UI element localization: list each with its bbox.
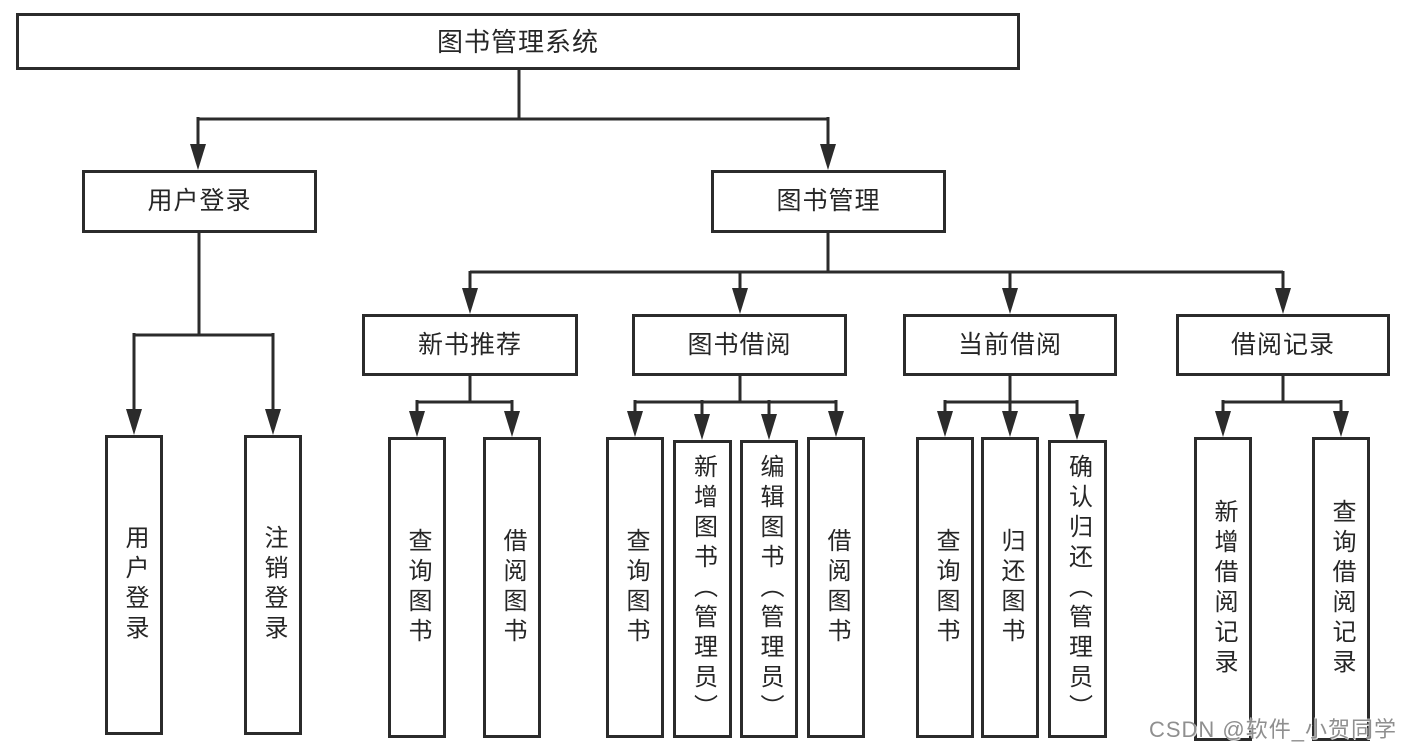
node-label: 当前借阅	[957, 330, 1062, 359]
node-label: 确认归还（管理员）	[1064, 454, 1092, 724]
node-label: 图书借阅	[687, 330, 792, 359]
node-new-book-recommend: 新书推荐	[362, 314, 578, 376]
node-label: 查询图书	[404, 527, 431, 648]
node-label: 新增图书（管理员）	[689, 454, 717, 724]
leaf-borrow-books: 借阅图书	[807, 437, 865, 738]
node-book-management: 图书管理	[711, 170, 946, 233]
leaf-return-book: 归还图书	[981, 437, 1039, 738]
node-label: 新增借阅记录	[1210, 499, 1237, 679]
node-label: 用户登录	[147, 187, 252, 215]
node-label: 借阅记录	[1230, 330, 1335, 359]
leaf-confirm-return-admin: 确认归还（管理员）	[1048, 440, 1107, 738]
node-label: 查询借阅记录	[1328, 499, 1355, 679]
connector-path	[132, 70, 1343, 421]
leaf-logout: 注销登录	[244, 435, 302, 735]
leaf-query-books-borrowing: 查询图书	[606, 437, 664, 738]
node-label: 查询图书	[932, 527, 959, 648]
node-label: 借阅图书	[499, 527, 526, 648]
leaf-add-book-admin: 新增图书（管理员）	[673, 440, 732, 738]
node-label: 新书推荐	[417, 330, 522, 359]
watermark: CSDN @软件_小贺同学	[1148, 717, 1397, 742]
leaf-borrow-books-recommend: 借阅图书	[483, 437, 541, 738]
node-label: 借阅图书	[823, 527, 850, 648]
node-label: 用户登录	[121, 525, 148, 645]
leaf-query-books-recommend: 查询图书	[388, 437, 446, 738]
leaf-user-login: 用户登录	[105, 435, 163, 735]
node-book-management-system: 图书管理系统	[16, 13, 1020, 70]
node-label: 图书管理	[776, 187, 881, 215]
node-label: 归还图书	[997, 527, 1024, 648]
arrowheads	[126, 144, 1349, 440]
node-label: 编辑图书（管理员）	[756, 454, 783, 724]
leaf-edit-book-admin: 编辑图书（管理员）	[740, 440, 798, 738]
node-user-login: 用户登录	[82, 170, 317, 233]
leaf-add-borrow-record: 新增借阅记录	[1194, 437, 1252, 741]
node-label: 注销登录	[260, 525, 287, 645]
node-borrow-records: 借阅记录	[1176, 314, 1390, 376]
leaf-query-books-current: 查询图书	[916, 437, 974, 738]
node-current-borrowing: 当前借阅	[903, 314, 1117, 376]
leaf-query-borrow-record: 查询借阅记录	[1312, 437, 1370, 741]
node-label: 图书管理系统	[436, 26, 599, 57]
node-book-borrowing: 图书借阅	[632, 314, 847, 376]
node-label: 查询图书	[622, 527, 649, 648]
